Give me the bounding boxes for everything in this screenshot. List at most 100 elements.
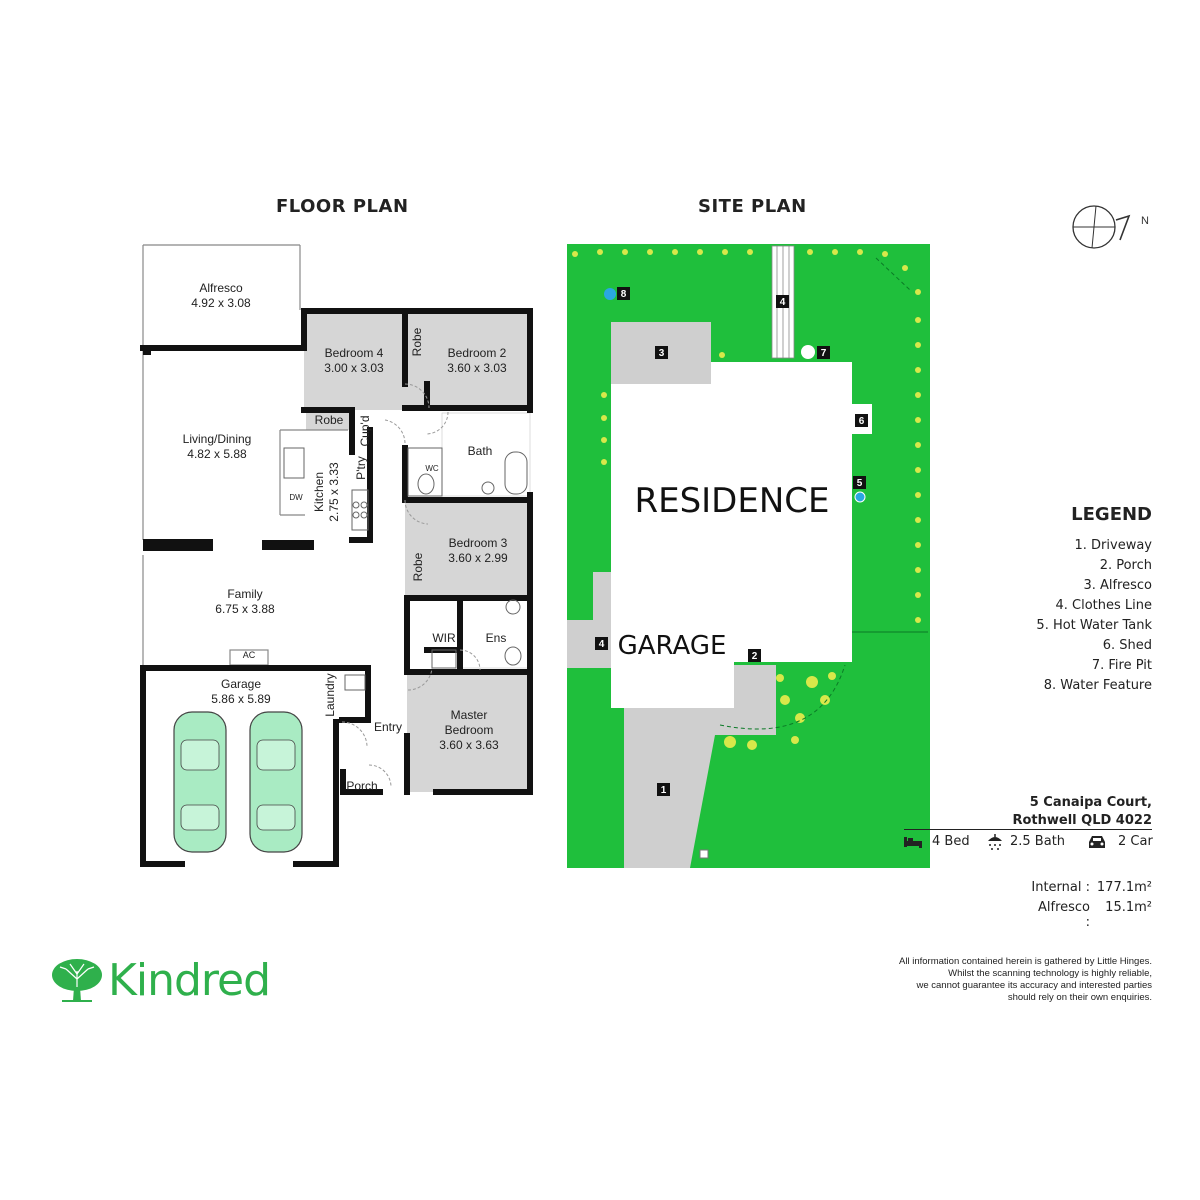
room-name: Bedroom 4 bbox=[325, 346, 384, 360]
legend-item: 1. Driveway bbox=[1074, 538, 1153, 553]
room-labels: Alfresco 4.92 x 3.08 Bedroom 4 3.00 x 3.… bbox=[183, 281, 508, 793]
shower-icon bbox=[988, 834, 1002, 850]
car-icon bbox=[249, 711, 303, 853]
marker-5: 5 bbox=[857, 478, 863, 489]
property-stats: 4 Bed 2.5 Bath 2 Car bbox=[902, 833, 1154, 853]
marker-2: 2 bbox=[752, 651, 758, 662]
site-markers: 1 2 3 4 4 5 6 7 8 bbox=[595, 287, 868, 796]
legend-item: 3. Alfresco bbox=[1083, 578, 1152, 593]
residence-footprint bbox=[611, 362, 852, 662]
north-compass-icon: N bbox=[1072, 205, 1149, 249]
water-feature-icon bbox=[604, 288, 616, 300]
thick-walls bbox=[140, 308, 533, 867]
letterbox bbox=[699, 849, 709, 859]
room-dims: 6.75 x 3.88 bbox=[215, 602, 275, 616]
marker-6: 6 bbox=[859, 416, 865, 427]
robe-label: Robe bbox=[410, 327, 424, 356]
brand-name: Kindred bbox=[108, 955, 271, 1006]
address-line-1: 5 Canaipa Court, bbox=[1029, 795, 1152, 810]
room-name: Garage bbox=[221, 677, 261, 691]
tiled-areas bbox=[441, 412, 531, 669]
fire-pit-icon bbox=[801, 345, 815, 359]
tree-icon bbox=[52, 959, 102, 1002]
site-plan-heading: SITE PLAN bbox=[698, 196, 807, 217]
legend-item: 6. Shed bbox=[1102, 638, 1152, 653]
car-count: 2 Car bbox=[1118, 834, 1153, 849]
room-name-line2: Bedroom bbox=[445, 723, 494, 737]
legend-item: 4. Clothes Line bbox=[1055, 598, 1152, 613]
room-name: Master bbox=[451, 708, 488, 722]
address-divider bbox=[904, 829, 1152, 830]
bath-count: 2.5 Bath bbox=[1010, 834, 1066, 849]
side-path bbox=[593, 572, 613, 622]
disclaimer-line: should rely on their own enquiries. bbox=[1007, 992, 1152, 1003]
residence-label: RESIDENCE bbox=[634, 481, 829, 521]
room-name: Bedroom 2 bbox=[448, 346, 507, 360]
legend-item: 2. Porch bbox=[1099, 558, 1152, 573]
room-dims: 3.60 x 3.03 bbox=[447, 361, 507, 375]
bed-icon bbox=[904, 837, 922, 848]
legend-item: 5. Hot Water Tank bbox=[1036, 618, 1152, 633]
fixtures bbox=[283, 447, 528, 691]
legend-item: 8. Water Feature bbox=[1043, 678, 1152, 693]
marker-8: 8 bbox=[621, 289, 627, 300]
ens-label: Ens bbox=[486, 631, 507, 645]
room-dims: 5.86 x 5.89 bbox=[211, 692, 271, 706]
room-name: Alfresco bbox=[199, 281, 243, 295]
car-icon bbox=[1089, 836, 1105, 848]
address-block: 5 Canaipa Court, Rothwell QLD 4022 bbox=[892, 794, 1152, 830]
marker-7: 7 bbox=[821, 348, 827, 359]
rotated-labels: Robe Robe Cup'd P'try Kitchen 2.75 x 3.3… bbox=[312, 327, 425, 716]
marker-3: 3 bbox=[659, 348, 665, 359]
marker-4: 4 bbox=[599, 639, 605, 650]
legend-item: 7. Fire Pit bbox=[1091, 658, 1152, 673]
alfresco-label: Alfresco : bbox=[1037, 900, 1090, 930]
disclaimer-line: Whilst the scanning technology is highly… bbox=[948, 968, 1152, 979]
room-dims: 2.75 x 3.33 bbox=[327, 462, 341, 522]
room-dims: 4.92 x 3.08 bbox=[191, 296, 251, 310]
address-line-2: Rothwell QLD 4022 bbox=[1012, 813, 1152, 828]
garage-footprint bbox=[611, 585, 748, 708]
car-icons bbox=[173, 711, 303, 853]
room-fills bbox=[304, 311, 530, 792]
marker-4: 4 bbox=[780, 297, 786, 308]
ptry-label: P'try bbox=[354, 456, 368, 480]
hot-water-tank-icon bbox=[854, 491, 866, 503]
brand-logo: Kindred bbox=[50, 955, 290, 1011]
porch-label: Porch bbox=[346, 779, 377, 793]
disclaimer-line: we cannot guarantee its accuracy and int… bbox=[916, 980, 1152, 991]
room-name: Bedroom 3 bbox=[449, 536, 508, 550]
internal-label: Internal : bbox=[1031, 880, 1090, 895]
room-dims: 3.60 x 3.63 bbox=[439, 738, 499, 752]
garden-edge bbox=[719, 664, 846, 730]
driveway bbox=[624, 665, 776, 868]
room-dims: 4.82 x 5.88 bbox=[187, 447, 247, 461]
room-dims: 3.60 x 2.99 bbox=[448, 551, 508, 565]
wc-label: WC bbox=[425, 464, 439, 473]
garden-edge bbox=[875, 257, 911, 291]
laundry-label: Laundry bbox=[323, 673, 337, 716]
alfresco-value: 15.1m² bbox=[1105, 900, 1152, 915]
robe-label: Robe bbox=[315, 413, 344, 427]
disclaimer: All information contained herein is gath… bbox=[812, 956, 1152, 1004]
door-swings bbox=[341, 383, 481, 788]
room-dims: 3.00 x 3.03 bbox=[324, 361, 384, 375]
entry-label: Entry bbox=[374, 720, 402, 734]
wir-label: WIR bbox=[432, 631, 456, 645]
bath-label: Bath bbox=[468, 444, 493, 458]
floor-plan-heading: FLOOR PLAN bbox=[276, 196, 409, 217]
room-name: Living/Dining bbox=[183, 432, 252, 446]
legend-title: LEGEND bbox=[1071, 504, 1152, 525]
disclaimer-line: All information contained herein is gath… bbox=[899, 956, 1152, 967]
garage-label: GARAGE bbox=[618, 631, 727, 661]
dw-label: DW bbox=[289, 493, 303, 502]
hedge-shrubs bbox=[572, 249, 921, 750]
legend-list: 1. Driveway 2. Porch 3. Alfresco 4. Clot… bbox=[952, 536, 1152, 696]
room-name: Kitchen bbox=[312, 472, 326, 512]
robe-label: Robe bbox=[411, 552, 425, 581]
north-label: N bbox=[1141, 215, 1149, 227]
car-icon bbox=[173, 711, 227, 853]
room-name: Family bbox=[227, 587, 262, 601]
